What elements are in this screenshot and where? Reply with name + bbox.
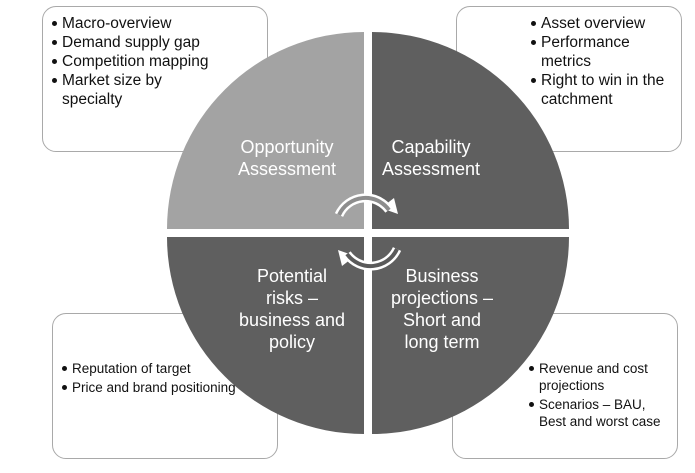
bullet-item: Reputation of target [61,360,236,377]
label-line: projections – [390,288,494,308]
label-line: policy [268,332,316,352]
label-line: Potential [256,266,328,286]
label-line: Business [405,266,479,286]
bullet-item: Price and brand positioning [61,379,236,396]
opportunity-assessment-label: Opportunity Assessment [213,136,361,180]
label-line: long term [404,332,480,352]
label-line: Capability [391,137,471,157]
risks-quadrant [167,237,364,434]
bullet-item: Macro-overview [51,14,221,33]
opportunity-bullet-list: Macro-overview Demand supply gap Competi… [51,14,221,109]
capability-bullet-list: Asset overview Performance metrics Right… [530,14,678,109]
circular-arrows-icon [334,193,402,271]
bullet-item: Revenue and cost projections [528,360,673,394]
capability-quadrant [372,32,569,229]
label-line: Assessment [381,159,481,179]
bullet-item: Asset overview [530,14,678,33]
opportunity-quadrant [167,32,364,229]
label-line: Opportunity [240,137,334,157]
bullet-item: Competition mapping [51,52,221,71]
label-line: Short and [402,310,482,330]
business-projections-label: Business projections – Short and long te… [377,265,507,353]
label-line: business and [238,310,346,330]
bullet-item: Market size by specialty [51,71,221,109]
bullet-item: Performance metrics [530,33,678,71]
capability-assessment-label: Capability Assessment [366,136,496,180]
bullet-item: Scenarios – BAU, Best and worst case [528,396,673,430]
label-line: risks – [265,288,318,308]
projections-bullet-list: Revenue and cost projections Scenarios –… [528,360,673,432]
bullet-item: Right to win in the catchment [530,71,678,109]
bullet-item: Demand supply gap [51,33,221,52]
label-line: Assessment [237,159,337,179]
potential-risks-label: Potential risks – business and policy [213,265,371,353]
projections-quadrant [372,237,569,434]
risks-bullet-list: Reputation of target Price and brand pos… [61,360,236,398]
